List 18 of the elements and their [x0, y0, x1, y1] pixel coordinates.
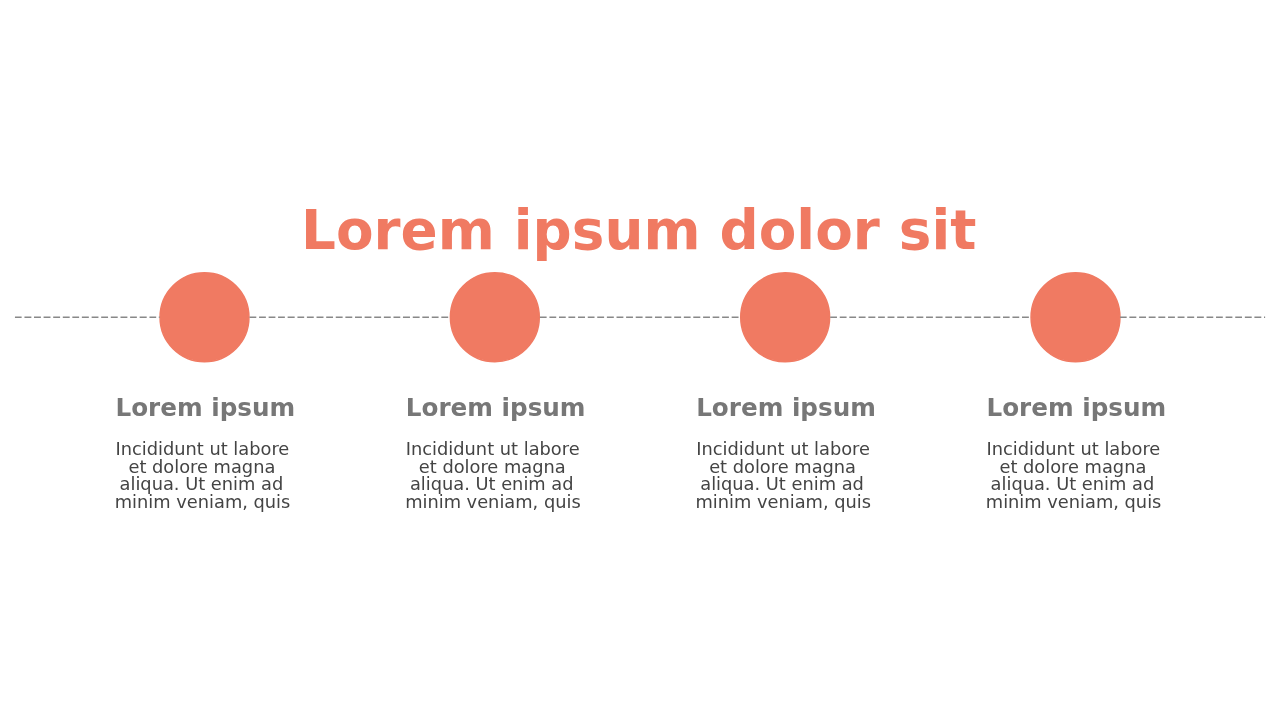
node-circle — [159, 272, 250, 363]
node-label: Incididunt ut labore et dolore magna aliqua. Ut enim ad minim veniam, quis — [405, 437, 581, 513]
node-label: Incididunt ut labore et dolore magna aliqua. Ut enim ad minim veniam, quis — [985, 437, 1162, 513]
node-circle — [449, 272, 541, 363]
node-circle — [739, 272, 831, 363]
connector — [248, 316, 451, 318]
node-label: Lorem ipsum — [696, 393, 876, 423]
node-label: Lorem ipsum — [405, 393, 586, 423]
node-label: Incididunt ut labore et dolore magna aliqua. Ut enim ad minim veniam, quis — [114, 437, 291, 513]
node-circle — [1030, 272, 1121, 363]
node-label: Incididunt ut labore et dolore magna aliqua. Ut enim ad minim veniam, quis — [695, 437, 872, 513]
diagram-title: Lorem ipsum dolor sit — [301, 198, 977, 263]
connector — [539, 316, 742, 318]
node-label: Lorem ipsum — [115, 393, 296, 423]
connector — [829, 316, 1032, 318]
connector — [14, 316, 161, 318]
node-label: Lorem ipsum — [986, 393, 1167, 423]
connector — [1119, 316, 1266, 318]
